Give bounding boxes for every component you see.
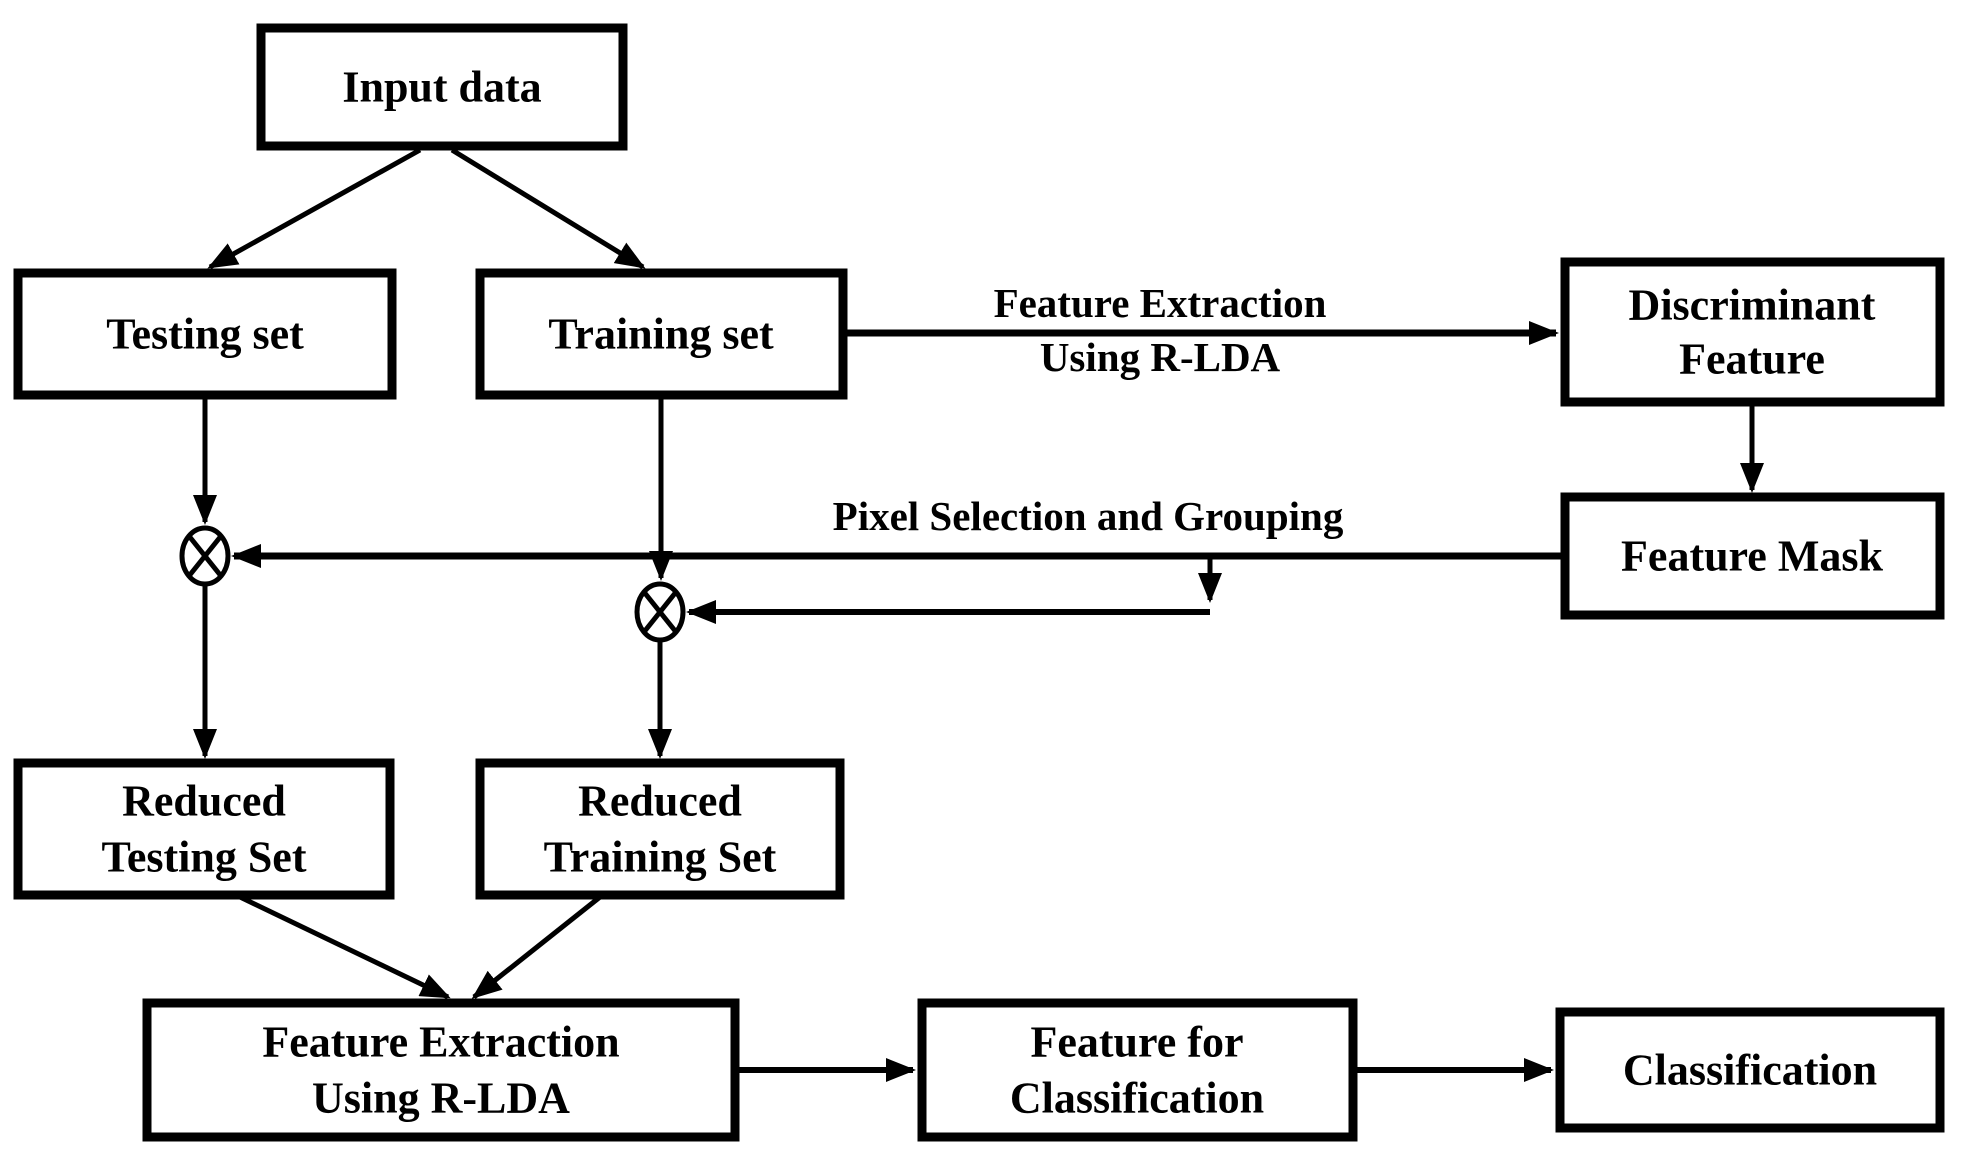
node-input-data: Input data: [256, 23, 628, 151]
node-classification: Classification: [1555, 1007, 1945, 1133]
feature-extraction-rlda-label-line1: Feature Extraction: [262, 1018, 619, 1067]
edge-label-feature-extraction-line2: Using R-LDA: [1040, 334, 1281, 380]
reduced-testing-set-box: [13, 758, 395, 900]
node-feature-mask: Feature Mask: [1560, 492, 1945, 620]
feature-for-classification-label-line1: Feature for: [1031, 1018, 1244, 1067]
discriminant-feature-box: [1560, 257, 1945, 407]
node-feature-extraction-rlda: Feature Extraction Using R-LDA: [142, 998, 740, 1142]
feature-extraction-rlda-box: [142, 998, 740, 1142]
feature-mask-box: [1560, 492, 1945, 620]
node-reduced-training-set: Reduced Training Set: [475, 758, 845, 900]
feature-extraction-rlda-label-line2: Using R-LDA: [312, 1074, 570, 1123]
reduced-training-set-label-line1: Reduced: [578, 777, 742, 826]
edge-reduced-testing-to-extraction: [238, 894, 451, 1000]
node-reduced-testing-set: Reduced Testing Set: [13, 758, 395, 900]
reduced-testing-set-label-line1: Reduced: [122, 777, 286, 826]
input-data-box: [256, 23, 628, 151]
edge-reduced-training-to-extraction: [471, 895, 602, 999]
edge-label-feature-extraction-line1: Feature Extraction: [994, 280, 1327, 326]
training-multiply-operator-icon: [634, 581, 686, 643]
reduced-training-set-label-line2: Training Set: [544, 833, 777, 882]
feature-for-classification-box: [917, 998, 1358, 1142]
multiply-x-stroke: [187, 534, 223, 578]
feature-mask-label: Feature Mask: [1621, 532, 1883, 581]
edge-label-pixel-selection: Pixel Selection and Grouping: [833, 493, 1344, 539]
node-discriminant-feature: Discriminant Feature: [1560, 257, 1945, 407]
reduced-testing-set-label-line2: Testing Set: [102, 833, 307, 882]
testing-multiply-operator-icon: [179, 525, 231, 587]
classification-label: Classification: [1623, 1046, 1877, 1095]
feature-for-classification-label-line2: Classification: [1010, 1074, 1264, 1123]
edge-input-to-training: [450, 147, 646, 270]
multiply-x-stroke: [642, 590, 678, 634]
node-feature-for-classification: Feature for Classification: [917, 998, 1358, 1142]
testing-set-label: Testing set: [106, 310, 304, 359]
classification-box: [1555, 1007, 1945, 1133]
training-set-label: Training set: [548, 310, 774, 359]
reduced-training-set-box: [475, 758, 845, 900]
discriminant-feature-label-line1: Discriminant: [1629, 281, 1876, 330]
node-testing-set: Testing set: [13, 268, 397, 400]
edge-input-to-testing: [207, 147, 422, 270]
node-training-set: Training set: [475, 268, 848, 400]
training-set-box: [475, 268, 848, 400]
discriminant-feature-label-line2: Feature: [1679, 335, 1825, 384]
testing-set-box: [13, 268, 397, 400]
input-data-label: Input data: [342, 63, 541, 112]
